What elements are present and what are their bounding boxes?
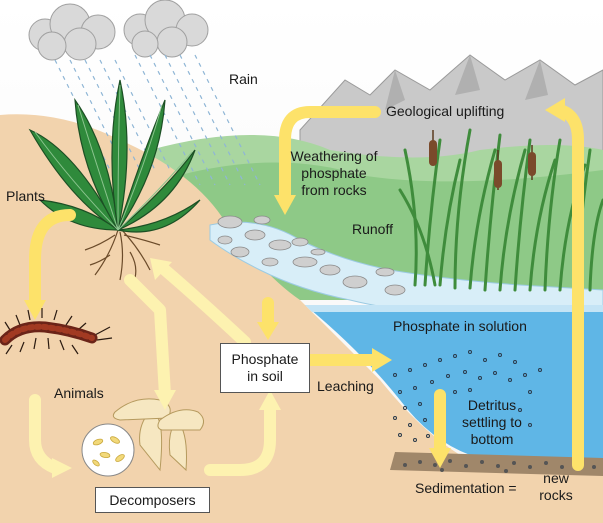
mushrooms bbox=[81, 398, 204, 477]
plant-roots bbox=[84, 229, 161, 281]
label-phosphate-in-soil-line1: Phosphate bbox=[231, 351, 299, 367]
label-phosphate-in-soil-line2: in soil bbox=[247, 368, 283, 384]
label-sedimentation: Sedimentation = bbox=[415, 480, 517, 496]
decomposers-box: Decomposers bbox=[95, 487, 210, 513]
label-geological-uplifting: Geological uplifting bbox=[386, 103, 505, 119]
label-plants: Plants bbox=[6, 188, 45, 204]
sediment-dots bbox=[403, 459, 596, 473]
label-runoff: Runoff bbox=[352, 221, 393, 237]
centipede bbox=[0, 308, 113, 355]
label-weathering-line1: Weathering of bbox=[290, 148, 378, 164]
plant bbox=[28, 79, 201, 281]
label-rain: Rain bbox=[229, 71, 258, 87]
label-detritus-line3: bottom bbox=[470, 431, 514, 447]
label-decomposers: Decomposers bbox=[109, 492, 196, 508]
lake bbox=[305, 305, 603, 460]
detritus-particles bbox=[393, 350, 542, 442]
river-rocks bbox=[217, 215, 406, 296]
label-detritus-line2: settling to bbox=[462, 414, 522, 430]
phosphate-in-soil-box: Phosphate in soil bbox=[220, 343, 310, 393]
label-new-rocks-line1: new bbox=[543, 470, 569, 486]
label-weathering-line3: from rocks bbox=[301, 182, 367, 198]
label-phosphate-in-solution: Phosphate in solution bbox=[393, 318, 527, 334]
label-detritus: Detritus settling to bottom bbox=[450, 397, 534, 448]
label-weathering: Weathering of phosphate from rocks bbox=[282, 148, 386, 199]
label-detritus-line1: Detritus bbox=[467, 397, 517, 413]
label-animals: Animals bbox=[54, 385, 104, 401]
label-new-rocks: new rocks bbox=[534, 470, 578, 504]
label-new-rocks-line2: rocks bbox=[539, 487, 573, 503]
label-weathering-line2: phosphate bbox=[301, 165, 367, 181]
rain-clouds bbox=[28, 0, 209, 61]
label-leaching: Leaching bbox=[317, 378, 374, 394]
arrow-heads bbox=[24, 98, 565, 478]
